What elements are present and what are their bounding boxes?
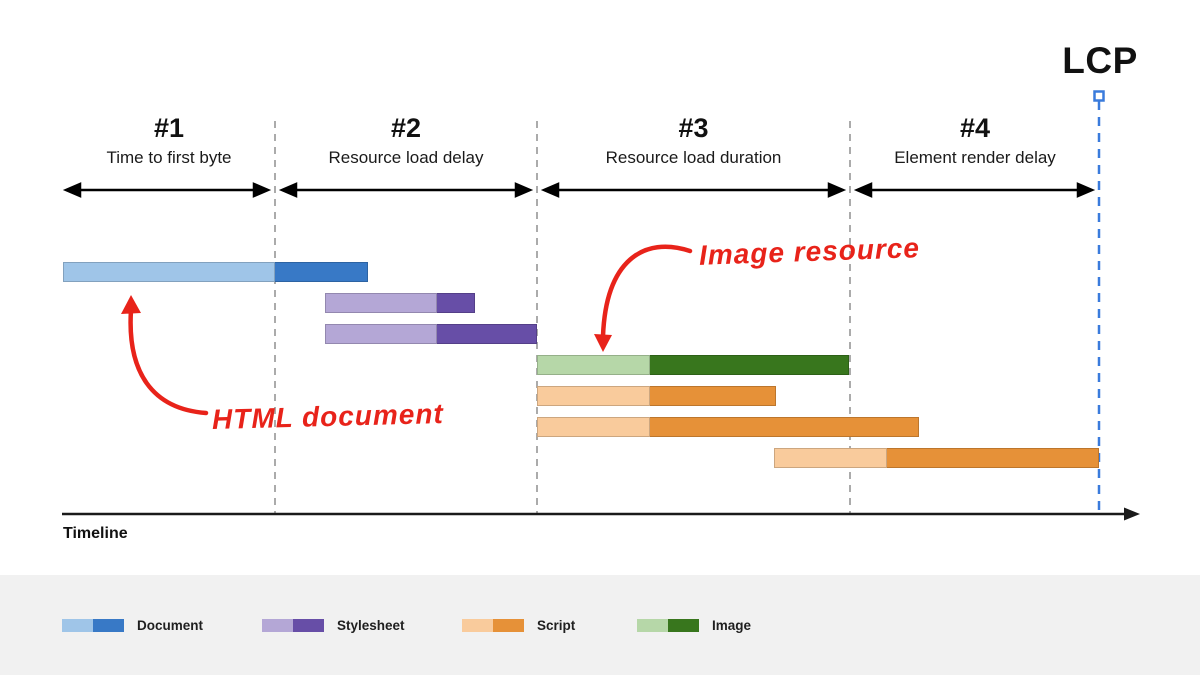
image-swatch xyxy=(637,618,699,632)
script-swatch xyxy=(462,618,524,632)
phase-1-number: #1 xyxy=(153,113,185,143)
stylesheet-light-segment xyxy=(325,293,437,313)
legend-band xyxy=(0,575,1200,675)
bar-script xyxy=(537,417,919,437)
phase-2-label: Resource load delay xyxy=(328,148,484,167)
stylesheet-light-segment xyxy=(325,324,437,344)
bar-image xyxy=(537,355,849,375)
html-document-annotation: HTML document xyxy=(211,397,445,436)
phase-1-label: Time to first byte xyxy=(106,148,232,167)
legend-item-script: Script xyxy=(462,617,576,633)
phase-3-label: Resource load duration xyxy=(605,148,782,167)
phase-3-header: #3 Resource load duration xyxy=(537,112,850,169)
bar-script xyxy=(537,386,776,406)
script-light-segment xyxy=(774,448,887,468)
phase-4-label: Element render delay xyxy=(894,148,1056,167)
script-dark-segment xyxy=(887,448,1099,468)
stylesheet-dark-segment xyxy=(437,324,537,344)
legend-label-document: Document xyxy=(137,617,204,633)
phase-2-number: #2 xyxy=(390,113,422,143)
image-light-segment xyxy=(537,355,650,375)
legend-label-script: Script xyxy=(537,617,576,633)
legend-label-image: Image xyxy=(712,617,752,633)
script-light-segment xyxy=(537,417,650,437)
legend-item-stylesheet: Stylesheet xyxy=(262,617,405,633)
stylesheet-swatch xyxy=(262,618,324,632)
legend-item-document: Document xyxy=(62,617,204,633)
bar-document xyxy=(63,262,368,282)
script-dark-segment xyxy=(650,386,776,406)
phase-4-header: #4 Element render delay xyxy=(850,112,1100,169)
legend-label-stylesheet: Stylesheet xyxy=(337,617,405,633)
bar-script xyxy=(774,448,1099,468)
phase-2-header: #2 Resource load delay xyxy=(275,112,537,169)
legend-item-image: Image xyxy=(637,617,752,633)
stylesheet-dark-segment xyxy=(437,293,475,313)
lcp-label: LCP xyxy=(1062,40,1138,81)
document-swatch xyxy=(62,618,124,632)
phase-4-number: #4 xyxy=(959,113,991,143)
bar-stylesheet xyxy=(325,324,537,344)
timeline-axis-label: Timeline xyxy=(63,525,128,542)
script-light-segment xyxy=(537,386,650,406)
document-dark-segment xyxy=(275,262,368,282)
document-light-segment xyxy=(63,262,275,282)
image-dark-segment xyxy=(650,355,849,375)
bar-stylesheet xyxy=(325,293,475,313)
script-dark-segment xyxy=(650,417,919,437)
phase-3-number: #3 xyxy=(678,113,709,143)
phase-1-header: #1 Time to first byte xyxy=(63,112,275,169)
